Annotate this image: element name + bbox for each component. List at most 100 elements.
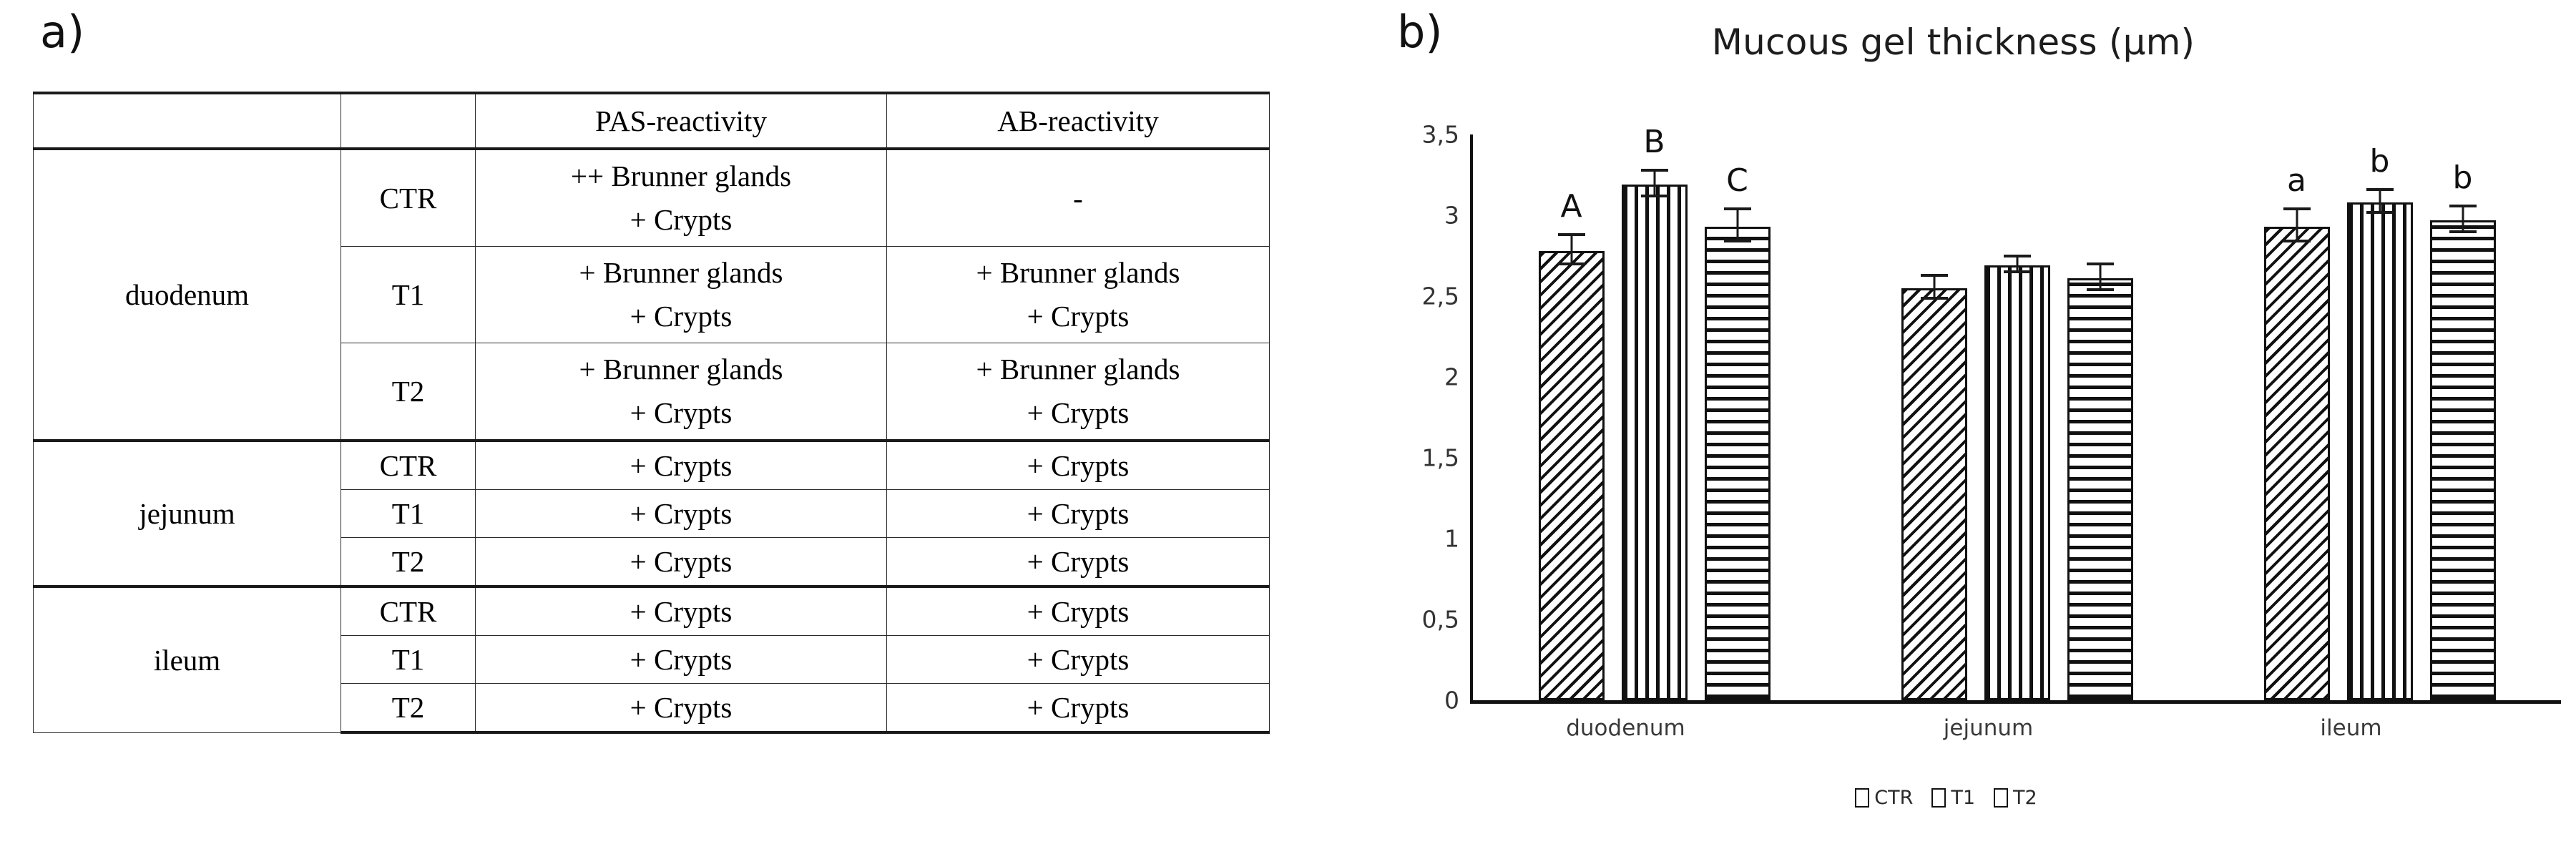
pas-cell: + Crypts bbox=[475, 537, 887, 587]
chart-legend: CTR T1 T2 bbox=[1288, 787, 2576, 809]
significance-label: b bbox=[2452, 159, 2473, 196]
error-bar bbox=[1736, 210, 1738, 243]
error-bar-cap-top bbox=[1557, 233, 1585, 237]
ab-line-2: + Crypts bbox=[1027, 300, 1130, 333]
significance-label: C bbox=[1726, 162, 1748, 200]
ab-cell: + Crypts bbox=[886, 537, 1270, 587]
significance-label: a bbox=[2287, 162, 2306, 200]
table-row: ileum CTR + Crypts + Crypts bbox=[33, 585, 1270, 733]
pas-cell: + Brunner glands + Crypts bbox=[475, 246, 887, 343]
bar-jejunum-t2 bbox=[2067, 278, 2133, 700]
bar-wrapper bbox=[1984, 254, 2050, 700]
x-tick-label-duodenum: duodenum bbox=[1566, 715, 1685, 741]
group-cell-t2: T2 bbox=[341, 683, 476, 734]
error-bar bbox=[2379, 191, 2381, 214]
error-bar-cap-top bbox=[2366, 188, 2394, 192]
organ-cell-duodenum: duodenum bbox=[33, 148, 341, 441]
error-bar-cap-top bbox=[1640, 168, 1668, 172]
error-bar bbox=[2296, 210, 2298, 243]
bar-group-jejunum bbox=[1836, 134, 2198, 700]
error-bar bbox=[1933, 276, 1935, 300]
bar-wrapper: A bbox=[1538, 188, 1605, 700]
error-bar bbox=[2099, 265, 2101, 292]
header-blank-organ bbox=[33, 92, 341, 150]
header-blank-group bbox=[341, 92, 476, 150]
x-tick-label-ileum: ileum bbox=[2320, 715, 2382, 741]
legend-label: CTR bbox=[1874, 787, 1914, 809]
y-tick-label: 0,5 bbox=[1421, 605, 1459, 634]
bar-ileum-t1 bbox=[2346, 202, 2413, 700]
error-bar-cap-bottom bbox=[1640, 195, 1668, 198]
pas-line-1: + Brunner glands bbox=[579, 256, 783, 290]
organ-cell-jejunum: jejunum bbox=[33, 439, 341, 587]
pas-line-1: ++ Brunner glands bbox=[570, 160, 792, 193]
group-cell-ctr: CTR bbox=[341, 585, 476, 636]
bar-duodenum-ctr bbox=[1538, 250, 1605, 700]
organ-cell-ileum: ileum bbox=[33, 585, 341, 733]
chart-title: Mucous gel thickness (μm) bbox=[1288, 21, 2576, 63]
error-bar bbox=[2016, 257, 2018, 274]
y-axis-line bbox=[1470, 134, 1473, 703]
ab-cell: + Crypts bbox=[886, 635, 1270, 684]
legend-label: T2 bbox=[2013, 787, 2037, 809]
legend-swatch-icon bbox=[1931, 788, 1946, 808]
legend-item-t1[interactable]: T1 bbox=[1931, 787, 1975, 809]
significance-label: b bbox=[2369, 143, 2390, 180]
group-cell-t2: T2 bbox=[341, 343, 476, 441]
legend-item-t2[interactable]: T2 bbox=[1994, 787, 2037, 809]
group-cell-ctr: CTR bbox=[341, 439, 476, 490]
bar-wrapper: b bbox=[2346, 143, 2413, 700]
table-row: T2 + Crypts + Crypts bbox=[34, 537, 1270, 587]
significance-label: A bbox=[1560, 188, 1582, 225]
reactivity-table: PAS-reactivity AB-reactivity duodenum CT… bbox=[33, 92, 1270, 734]
x-tick-label-jejunum: jejunum bbox=[1943, 715, 2034, 741]
pas-cell: + Crypts bbox=[475, 585, 887, 636]
table-row: T1 + Crypts + Crypts bbox=[34, 489, 1270, 538]
error-bar-cap-bottom bbox=[1723, 240, 1751, 243]
error-bar-cap-bottom bbox=[2449, 230, 2477, 233]
group-cell-t1: T1 bbox=[341, 489, 476, 538]
error-bar-cap-top bbox=[1723, 207, 1751, 211]
header-pas-reactivity: PAS-reactivity bbox=[475, 92, 887, 150]
ab-cell: + Crypts bbox=[886, 585, 1270, 636]
error-bar-cap-bottom bbox=[1557, 262, 1585, 266]
y-tick-label: 0 bbox=[1444, 686, 1459, 715]
error-bar-cap-top bbox=[2086, 262, 2114, 266]
error-bar bbox=[1653, 171, 1655, 198]
pas-cell: ++ Brunner glands + Crypts bbox=[475, 148, 887, 247]
pas-cell: + Brunner glands + Crypts bbox=[475, 343, 887, 441]
error-bar-cap-bottom bbox=[2003, 270, 2031, 274]
bar-wrapper: C bbox=[1704, 162, 1771, 700]
table-row: T1 + Crypts + Crypts bbox=[34, 635, 1270, 684]
error-bar-cap-top bbox=[2449, 204, 2477, 207]
pas-line-2: + Crypts bbox=[630, 396, 733, 429]
bar-duodenum-t2 bbox=[1704, 226, 1771, 700]
table-row: duodenum CTR ++ Brunner glands + Crypts … bbox=[33, 148, 1270, 441]
ab-cell: - bbox=[886, 148, 1270, 247]
error-bar-cap-top bbox=[2283, 207, 2311, 211]
table-row: T1 + Brunner glands + Crypts + Brunner g… bbox=[34, 246, 1270, 343]
error-bar-cap-bottom bbox=[2366, 210, 2394, 214]
legend-swatch-icon bbox=[1994, 788, 2009, 808]
error-bar-cap-top bbox=[2003, 254, 2031, 257]
panel-a-label: a) bbox=[40, 6, 85, 58]
legend-item-ctr[interactable]: CTR bbox=[1855, 787, 1913, 809]
ab-cell: + Brunner glands + Crypts bbox=[886, 343, 1270, 441]
table-row: T2 + Crypts + Crypts bbox=[34, 683, 1270, 734]
table-row: T2 + Brunner glands + Crypts + Brunner g… bbox=[34, 343, 1270, 441]
panel-b-label: b) bbox=[1397, 6, 1443, 58]
error-bar-cap-bottom bbox=[2283, 240, 2311, 243]
y-tick-label: 3 bbox=[1444, 201, 1459, 230]
y-tick-label: 2,5 bbox=[1421, 282, 1459, 310]
legend-items: CTR T1 T2 bbox=[1855, 787, 2037, 809]
y-tick-label: 3,5 bbox=[1421, 120, 1459, 149]
bars-container bbox=[1836, 134, 2198, 700]
panel-a-table: a) PAS-reactivity AB-reactivity duodenum… bbox=[33, 6, 1270, 734]
error-bar-cap-bottom bbox=[2086, 288, 2114, 292]
